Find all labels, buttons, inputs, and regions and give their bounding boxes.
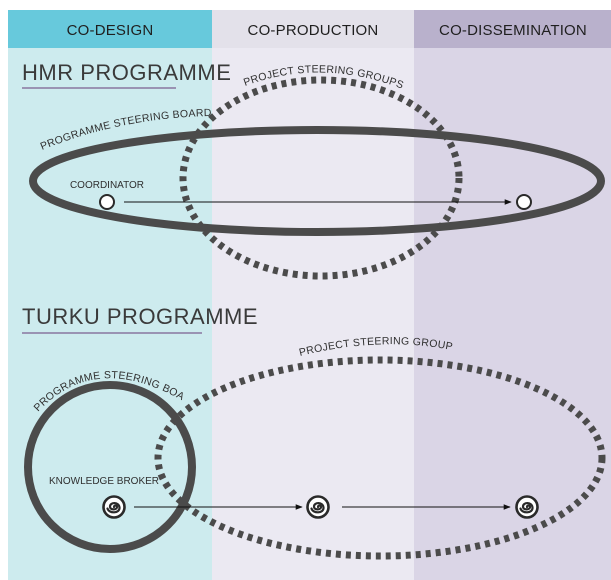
hmr-project-steering-groups-ring xyxy=(179,76,463,280)
turku-programme-steering-board-ring xyxy=(24,381,196,553)
co-dissemination-band xyxy=(414,10,611,580)
turku-knowledge-broker-spiral-icon xyxy=(102,495,126,519)
hmr-programme-title: HMR PROGRAMME xyxy=(22,60,231,85)
turku-knowledge-broker-label: KNOWLEDGE BROKER xyxy=(49,476,159,487)
column-header-co-design: CO-DESIGN xyxy=(67,22,154,39)
column-header-co-dissemination: CO-DISSEMINATION xyxy=(439,22,587,39)
turku-co-dissemination-spiral-icon xyxy=(515,495,539,519)
hmr-dissemination-node-icon xyxy=(516,194,532,210)
co-dissemination-header xyxy=(414,10,611,48)
co-production-band xyxy=(212,10,414,580)
hmr-coordinator-node-icon xyxy=(99,194,115,210)
co-production-header xyxy=(212,10,414,48)
column-headers: CO-DESIGN CO-PRODUCTION CO-DISSEMINATION xyxy=(8,10,611,48)
hmr-programme-steering-board-ring xyxy=(29,126,605,236)
turku-co-production-spiral-icon xyxy=(306,495,330,519)
column-header-co-production: CO-PRODUCTION xyxy=(248,22,379,39)
co-design-band xyxy=(8,10,212,580)
turku-programme-title: TURKU PROGRAMME xyxy=(22,304,258,329)
turku-project-steering-groups-ring xyxy=(154,356,606,560)
co-design-header xyxy=(8,10,212,48)
column-bands xyxy=(8,10,611,580)
hmr-coordinator-label: COORDINATOR xyxy=(70,180,144,191)
